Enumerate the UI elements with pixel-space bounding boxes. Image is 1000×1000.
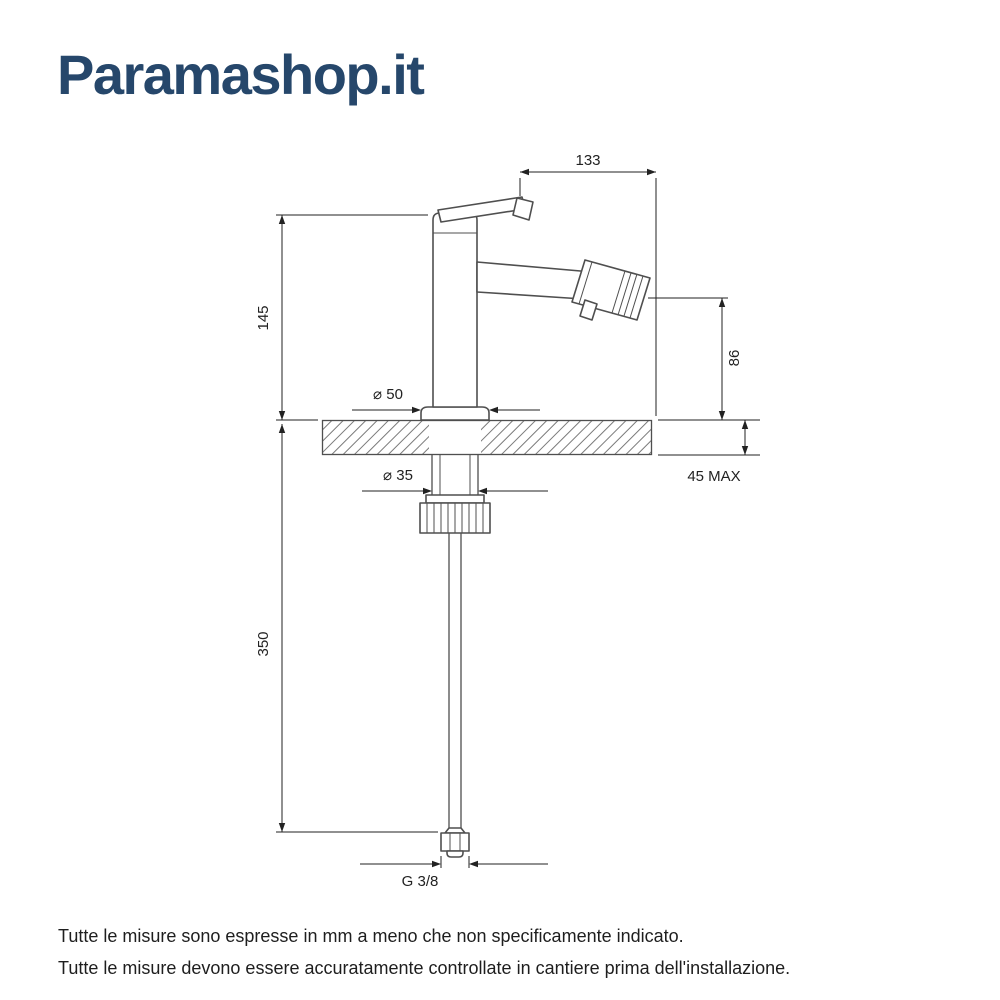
deck-hatch-left bbox=[323, 421, 429, 454]
dimension-spout-reach: 133 bbox=[519, 152, 657, 416]
dim-label-350: 350 bbox=[255, 631, 272, 656]
dimension-shank-diameter: ⌀ 35 bbox=[362, 467, 548, 495]
measurement-notes: Tutte le misure sono espresse in mm a me… bbox=[58, 926, 790, 990]
mounting-deck bbox=[321, 419, 653, 456]
faucet-body bbox=[432, 212, 478, 408]
dim-label-133: 133 bbox=[575, 152, 600, 169]
hose-fitting-nut bbox=[440, 832, 470, 852]
mounting-shank bbox=[419, 455, 491, 534]
dimension-body-height: 145 bbox=[255, 214, 428, 421]
hose-fitting-tip bbox=[446, 850, 464, 858]
faucet-lever bbox=[437, 196, 526, 223]
spout-group bbox=[476, 259, 651, 321]
site-logo: Paramashop.it bbox=[57, 43, 425, 106]
shank-washer bbox=[425, 494, 485, 504]
dim-label-g38: G 3/8 bbox=[402, 873, 439, 890]
dim-label-d35: ⌀ 35 bbox=[383, 467, 413, 484]
footer-note-units: Tutte le misure sono espresse in mm a me… bbox=[58, 926, 684, 946]
dimension-spout-height: 86 bbox=[648, 297, 760, 421]
faucet-body-group bbox=[420, 196, 534, 421]
lever-end-cap bbox=[512, 197, 534, 221]
dimension-hose-length: 350 bbox=[255, 424, 438, 833]
dim-label-d50: ⌀ 50 bbox=[373, 386, 403, 403]
dim-label-86: 86 bbox=[726, 350, 743, 367]
dimension-base-diameter: ⌀ 50 bbox=[352, 386, 540, 414]
dimension-hose-thread: G 3/8 bbox=[360, 856, 548, 890]
dimension-counter-thickness: 45 MAX bbox=[658, 420, 760, 485]
footer-note-check: Tutte le misure devono essere accuratame… bbox=[58, 958, 791, 978]
deck-hatch-right bbox=[481, 421, 651, 454]
supply-hose bbox=[440, 533, 470, 858]
spray-nozzle bbox=[579, 299, 598, 321]
dim-label-145: 145 bbox=[255, 305, 272, 330]
mounting-nut-knurl bbox=[426, 503, 484, 533]
base-flange bbox=[420, 406, 490, 421]
dim-label-45max: 45 MAX bbox=[687, 468, 740, 485]
